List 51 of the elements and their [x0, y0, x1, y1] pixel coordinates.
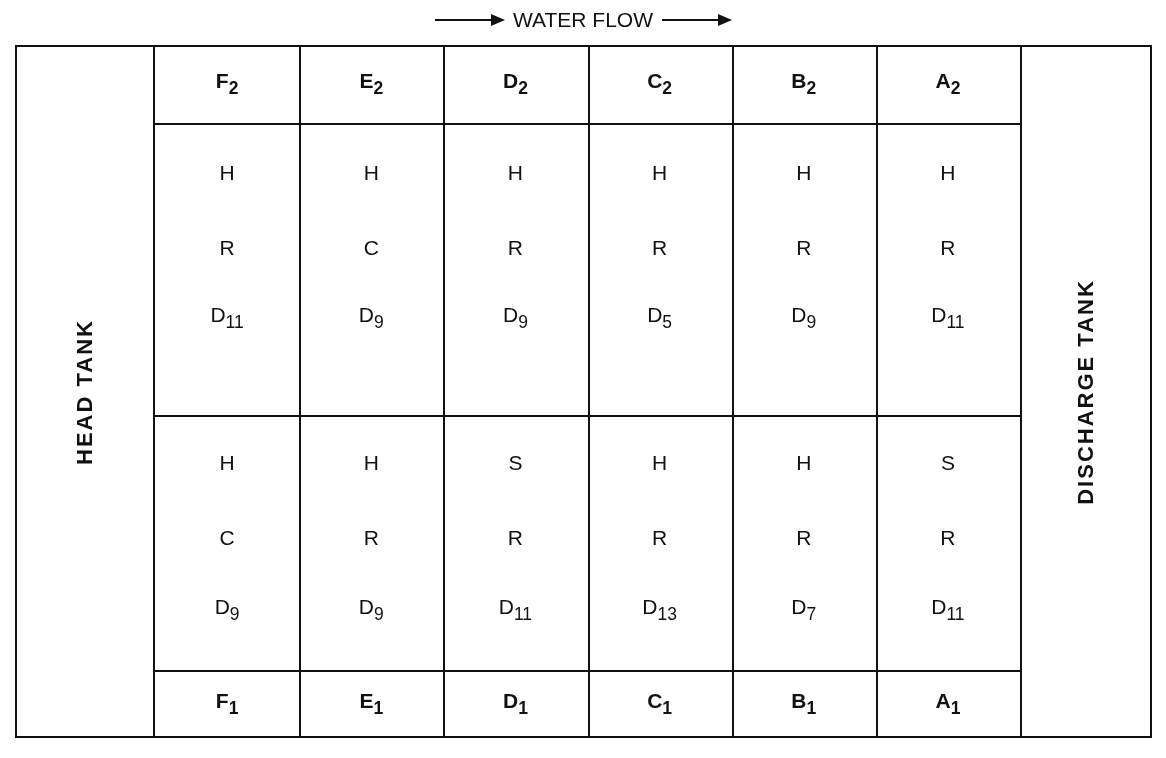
column-heading: E$_{1}$ [359, 689, 384, 719]
cell-code: H [363, 161, 379, 185]
column-heading: B$_{1}$ [791, 689, 817, 719]
column-heading: E$_{2}$ [359, 69, 384, 99]
column-heading: F$_{2}$ [215, 69, 239, 99]
cell-code: D$_{11}$ [931, 303, 965, 333]
column-heading: A$_{1}$ [935, 689, 961, 719]
cell-code: H [796, 161, 812, 185]
cell-code: H [219, 451, 235, 475]
cell-code: D$_{7}$ [791, 595, 817, 625]
cell-code: D$_{11}$ [210, 303, 244, 333]
column-heading: D$_{1}$ [502, 689, 528, 719]
cell-code: H [363, 451, 379, 475]
cell-code: R [652, 236, 668, 260]
cell-code: D$_{9}$ [214, 595, 240, 625]
cell-code: D$_{13}$ [642, 595, 677, 625]
column-heading: F$_{1}$ [215, 689, 239, 719]
cell-code: C [219, 526, 235, 550]
column-heading: D$_{2}$ [502, 69, 528, 99]
cell-code: H [940, 161, 956, 185]
column-heading: A$_{2}$ [935, 69, 961, 99]
cell-code: D$_{9}$ [358, 595, 384, 625]
cell-code: H [652, 451, 668, 475]
cell-code: H [796, 451, 812, 475]
column-heading: B$_{2}$ [791, 69, 817, 99]
column-heading: C$_{2}$ [647, 69, 673, 99]
cell-code: R [796, 526, 812, 550]
cell-code: S [508, 451, 523, 475]
cell-code: D$_{9}$ [358, 303, 384, 333]
cell-code: R [507, 526, 523, 550]
cell-code: D$_{9}$ [791, 303, 817, 333]
cell-code: D$_{9}$ [502, 303, 528, 333]
cell-code: R [940, 526, 956, 550]
flow-heading: WATER FLOW [513, 8, 653, 32]
tank-label: HEAD TANK [72, 318, 98, 465]
tank-label: DISCHARGE TANK [1073, 278, 1099, 505]
cell-code: H [652, 161, 668, 185]
cell-code: R [507, 236, 523, 260]
cell-code: R [363, 526, 379, 550]
cell-code: S [940, 451, 955, 475]
cell-code: H [219, 161, 235, 185]
cell-code: C [363, 236, 379, 260]
cell-code: R [652, 526, 668, 550]
cell-code: D$_{11}$ [498, 595, 533, 625]
column-heading: C$_{1}$ [647, 689, 673, 719]
cell-code: H [507, 161, 523, 185]
cell-code: D$_{5}$ [647, 303, 673, 333]
cell-code: R [219, 236, 235, 260]
cell-code: R [796, 236, 812, 260]
cell-code: R [940, 236, 956, 260]
cell-code: D$_{11}$ [931, 595, 965, 625]
